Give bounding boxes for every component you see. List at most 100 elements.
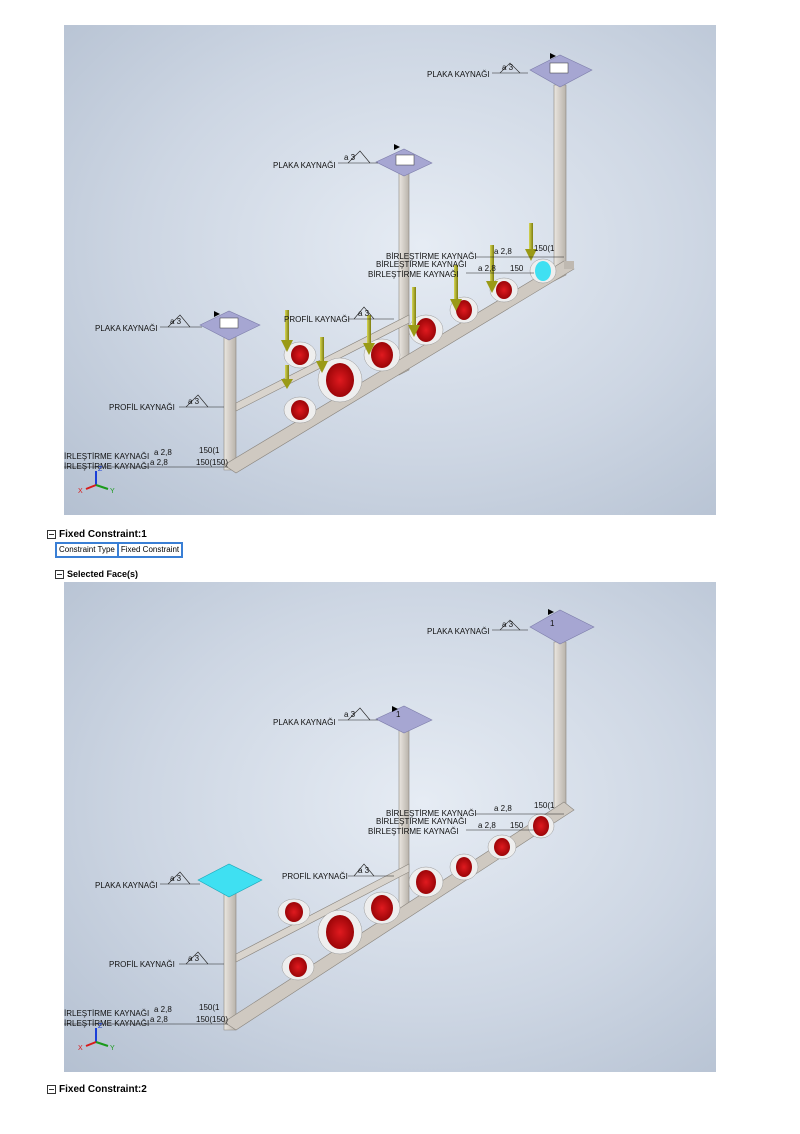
section-title: Selected Face(s) bbox=[67, 569, 139, 579]
pipe-clamp[interactable] bbox=[408, 866, 444, 898]
svg-text:150(150): 150(150) bbox=[196, 1015, 228, 1024]
svg-text:BİRLEŞTİRME KAYNAĞI: BİRLEŞTİRME KAYNAĞI bbox=[376, 817, 467, 826]
pipe-clamp[interactable] bbox=[487, 834, 517, 860]
svg-text:1: 1 bbox=[550, 619, 555, 628]
pipe-clamp[interactable] bbox=[527, 813, 555, 839]
svg-text:PLAKA KAYNAĞI: PLAKA KAYNAĞI bbox=[95, 324, 158, 333]
selected-faces-header[interactable]: Selected Face(s) bbox=[55, 569, 138, 579]
weld-annotation: PLAKA KAYNAĞI a 3 bbox=[427, 619, 528, 636]
svg-text:İRLEŞTİRME KAYNAĞI: İRLEŞTİRME KAYNAĞI bbox=[64, 1019, 149, 1028]
svg-text:a 3: a 3 bbox=[358, 866, 370, 875]
svg-text:PLAKA KAYNAĞI: PLAKA KAYNAĞI bbox=[427, 70, 490, 79]
fixed-constraint-1-header[interactable]: Fixed Constraint:1 bbox=[47, 529, 147, 540]
svg-text:Z: Z bbox=[98, 466, 103, 473]
svg-text:PROFİL KAYNAĞI: PROFİL KAYNAĞI bbox=[109, 403, 175, 412]
weld-annotation: İRLEŞTİRME KAYNAĞI İRLEŞTİRME KAYNAĞI a … bbox=[64, 1003, 228, 1028]
section-title: Fixed Constraint:2 bbox=[59, 1084, 147, 1095]
svg-text:a 3: a 3 bbox=[170, 874, 182, 883]
weld-plate-selected[interactable] bbox=[197, 863, 263, 898]
svg-text:Y: Y bbox=[110, 488, 115, 495]
fixed-constraint-2-header[interactable]: Fixed Constraint:2 bbox=[47, 1084, 147, 1095]
svg-text:BİRLEŞTİRME KAYNAĞI: BİRLEŞTİRME KAYNAĞI bbox=[368, 270, 459, 279]
svg-text:150(1: 150(1 bbox=[199, 446, 220, 455]
svg-text:PLAKA KAYNAĞI: PLAKA KAYNAĞI bbox=[427, 627, 490, 636]
weld-plate[interactable]: 1 bbox=[529, 609, 595, 645]
weld-annotation: PROFİL KAYNAĞI a 3 bbox=[284, 306, 394, 324]
pipe-clamp[interactable] bbox=[281, 953, 315, 981]
svg-text:BİRLEŞTİRME KAYNAĞI: BİRLEŞTİRME KAYNAĞI bbox=[386, 252, 477, 261]
svg-text:a 2,8: a 2,8 bbox=[154, 1005, 172, 1014]
svg-text:İRLEŞTİRME KAYNAĞI: İRLEŞTİRME KAYNAĞI bbox=[64, 462, 149, 471]
weld-annotation: BİRLEŞTİRME KAYNAĞI BİRLEŞTİRME KAYNAĞI … bbox=[368, 801, 564, 836]
svg-text:a 3: a 3 bbox=[502, 63, 514, 72]
svg-text:a 3: a 3 bbox=[188, 954, 200, 963]
cad-viewport-faces[interactable]: 1 1 PLAKA KAYNAĞI bbox=[64, 582, 716, 1072]
load-arrows[interactable] bbox=[281, 223, 537, 389]
svg-text:a 3: a 3 bbox=[170, 317, 182, 326]
section-title: Fixed Constraint:1 bbox=[59, 529, 147, 540]
svg-text:a 2,8: a 2,8 bbox=[478, 821, 496, 830]
svg-text:a 3: a 3 bbox=[344, 710, 356, 719]
svg-text:150(1: 150(1 bbox=[199, 1003, 220, 1012]
svg-text:a 2,8: a 2,8 bbox=[478, 264, 496, 273]
svg-text:150(1: 150(1 bbox=[534, 801, 555, 810]
weld-annotation: PLAKA KAYNAĞI a 3 bbox=[273, 707, 378, 727]
svg-text:PLAKA KAYNAĞI: PLAKA KAYNAĞI bbox=[95, 881, 158, 890]
property-label: Constraint Type bbox=[56, 543, 118, 557]
svg-text:PLAKA KAYNAĞI: PLAKA KAYNAĞI bbox=[273, 161, 336, 170]
pipe-clamp[interactable] bbox=[363, 891, 401, 925]
svg-text:150(1: 150(1 bbox=[534, 244, 555, 253]
weld-plate[interactable] bbox=[529, 53, 593, 88]
svg-text:a 3: a 3 bbox=[344, 153, 356, 162]
svg-text:X: X bbox=[78, 488, 83, 495]
weld-annotation: BİRLEŞTİRME KAYNAĞI BİRLEŞTİRME KAYNAĞI … bbox=[368, 244, 564, 279]
pipe-clamp[interactable] bbox=[317, 357, 363, 403]
svg-text:PROFİL KAYNAĞI: PROFİL KAYNAĞI bbox=[282, 872, 348, 881]
svg-text:İRLEŞTİRME KAYNAĞI: İRLEŞTİRME KAYNAĞI bbox=[64, 452, 149, 461]
pipe-clamp[interactable] bbox=[277, 898, 311, 926]
pipe-clamp[interactable] bbox=[283, 396, 317, 424]
svg-text:a 2,8: a 2,8 bbox=[154, 448, 172, 457]
collapse-toggle-icon[interactable] bbox=[55, 569, 64, 579]
weld-plate[interactable] bbox=[375, 144, 433, 177]
svg-text:a 2,8: a 2,8 bbox=[494, 804, 512, 813]
weld-annotation: PROFİL KAYNAĞI a 3 bbox=[109, 951, 224, 969]
svg-text:Y: Y bbox=[110, 1045, 115, 1052]
frame-structure[interactable] bbox=[223, 84, 575, 474]
weld-annotation: PLAKA KAYNAĞI a 3 bbox=[95, 314, 202, 333]
cad-viewport-loads[interactable]: PLAKA KAYNAĞI a 3 PLAKA KAYNAĞI a 3 PLAK… bbox=[64, 25, 716, 515]
weld-plate[interactable]: 1 bbox=[375, 705, 433, 734]
svg-text:BİRLEŞTİRME KAYNAĞI: BİRLEŞTİRME KAYNAĞI bbox=[376, 260, 467, 269]
svg-text:PROFİL KAYNAĞI: PROFİL KAYNAĞI bbox=[109, 960, 175, 969]
svg-text:1: 1 bbox=[396, 710, 401, 719]
pipe-clamp[interactable] bbox=[283, 341, 317, 369]
svg-text:a 2,8: a 2,8 bbox=[494, 247, 512, 256]
axis-triad-icon: X Y Z bbox=[78, 466, 115, 495]
weld-annotation: PLAKA KAYNAĞI a 3 bbox=[95, 871, 200, 890]
svg-text:a 3: a 3 bbox=[358, 309, 370, 318]
weld-plate[interactable] bbox=[199, 310, 261, 341]
weld-annotation: PLAKA KAYNAĞI a 3 bbox=[273, 150, 378, 170]
svg-text:PROFİL KAYNAĞI: PROFİL KAYNAĞI bbox=[284, 315, 350, 324]
axis-triad-icon: X Y Z bbox=[78, 1023, 115, 1052]
svg-text:150: 150 bbox=[510, 821, 524, 830]
collapse-toggle-icon[interactable] bbox=[47, 530, 56, 539]
weld-annotation: İRLEŞTİRME KAYNAĞI İRLEŞTİRME KAYNAĞI a … bbox=[64, 446, 228, 471]
svg-text:BİRLEŞTİRME KAYNAĞI: BİRLEŞTİRME KAYNAĞI bbox=[368, 827, 459, 836]
svg-text:a 2,8: a 2,8 bbox=[150, 1015, 168, 1024]
weld-annotation: PLAKA KAYNAĞI a 3 bbox=[427, 62, 528, 79]
pipe-clamp-selected[interactable] bbox=[529, 258, 557, 284]
svg-text:X: X bbox=[78, 1045, 83, 1052]
constraint-properties-table: Constraint Type Fixed Constraint bbox=[55, 542, 184, 558]
frame-structure[interactable] bbox=[223, 641, 575, 1031]
pipe-clamp[interactable] bbox=[363, 338, 401, 372]
pipe-clamp[interactable] bbox=[489, 277, 519, 303]
svg-text:a 2,8: a 2,8 bbox=[150, 458, 168, 467]
svg-text:150(150): 150(150) bbox=[196, 458, 228, 467]
pipe-clamp[interactable] bbox=[408, 314, 444, 346]
pipe-clamp[interactable] bbox=[317, 909, 363, 955]
pipe-clamp[interactable] bbox=[449, 853, 479, 881]
svg-text:BİRLEŞTİRME KAYNAĞI: BİRLEŞTİRME KAYNAĞI bbox=[386, 809, 477, 818]
weld-annotation: PROFİL KAYNAĞI a 3 bbox=[109, 394, 224, 412]
collapse-toggle-icon[interactable] bbox=[47, 1085, 56, 1094]
